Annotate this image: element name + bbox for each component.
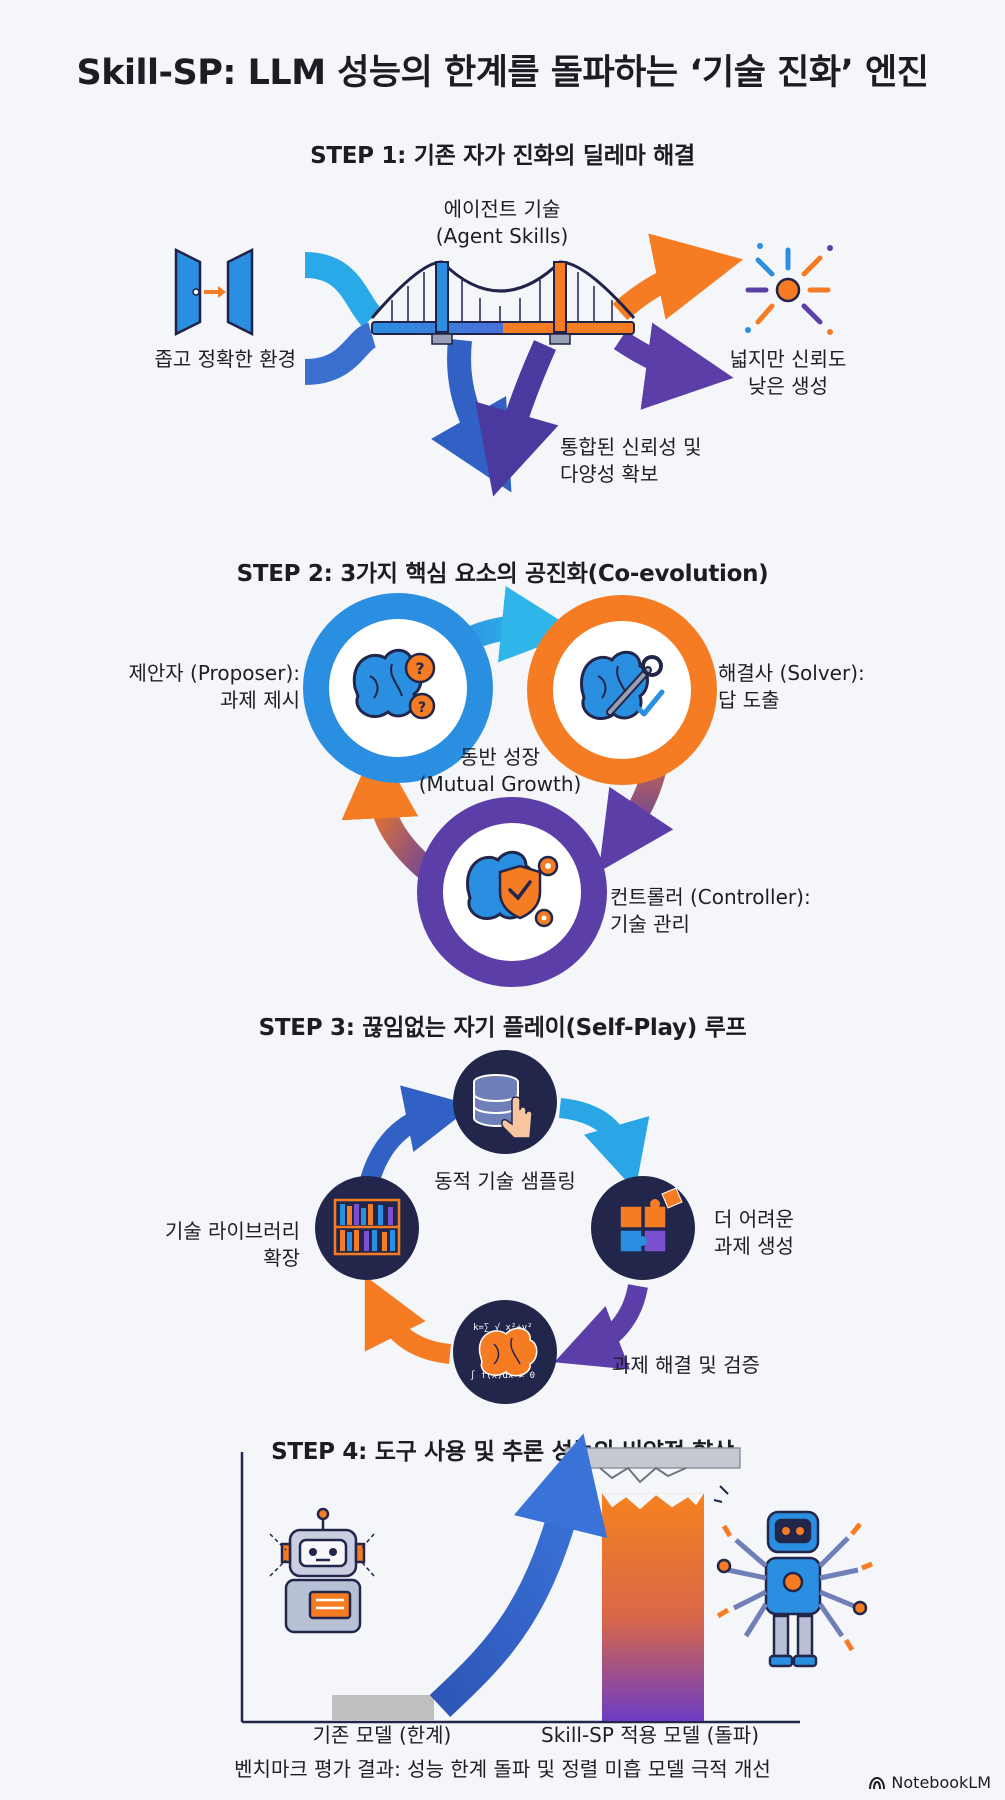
database-hand-icon [453,1050,557,1154]
step3-diagram: k=∑ √ x²+y² ∫ f(x)dx ≠ 0 [315,1050,695,1404]
narrow-passage-icon [174,247,254,337]
svg-text:k=∑ √ x²+y²: k=∑ √ x²+y² [473,1322,533,1333]
page-title: Skill-SP: LLM 성능의 한계를 돌파하는 ‘기술 진화’ 엔진 [76,53,929,93]
scatter-icon [745,243,833,335]
harder-task-label: 더 어려운 과제 생성 [714,1207,794,1258]
bar-break-edge [602,1493,704,1510]
bar-skill-sp-model [602,1493,704,1721]
bookshelf-icon [315,1176,419,1280]
chart-caption: 벤치마크 평가 결과: 성능 한계 돌파 및 정렬 미흡 모델 극적 개선 [234,1757,771,1781]
step2-title: STEP 2: 3가지 핵심 요소의 공진화(Co-evolution) [236,561,769,587]
sampling-label: 동적 기술 샘플링 [434,1169,576,1193]
svg-text:?: ? [415,659,424,678]
mutual-growth-label: 동반 성장 (Mutual Growth) [418,745,582,796]
solver-label: 해결사 (Solver): 답 도출 [718,661,865,712]
brain-question-icon: ? ? [352,648,436,720]
step3-title: STEP 3: 끊임없는 자기 플레이(Self-Play) 루프 [258,1015,747,1041]
controller-label: 컨트롤러 (Controller): 기술 관리 [610,885,811,936]
svg-text:?: ? [418,700,426,716]
step1-right-label: 넓지만 신뢰도 낮은 생성 [729,347,847,398]
svg-text:∫ f(x)dx ≠ 0: ∫ f(x)dx ≠ 0 [470,1370,535,1381]
brand-name: NotebookLM [891,1773,991,1792]
x-tick-label-base: 기존 모델 (한계) [312,1723,452,1747]
step1-left-label: 좁고 정확한 환경 [154,347,296,371]
step1-diagram [174,233,833,497]
growth-arrow [429,1433,608,1717]
brand-watermark: NotebookLM [868,1773,991,1792]
proposer-label: 제안자 (Proposer): 과제 제시 [128,661,300,712]
brain-wrench-icon [580,650,665,721]
step1-title: STEP 1: 기존 자가 진화의 딜레마 해결 [310,143,695,169]
bar-base-model [332,1695,434,1721]
multi-arm-robot-icon [716,1510,873,1668]
step2-diagram: ? ? [303,585,717,987]
notebooklm-logo-icon [869,1776,886,1789]
library-label: 기술 라이브러리 확장 [164,1219,300,1270]
solve-verify-label: 과제 해결 및 검증 [612,1353,760,1377]
robot-icon [269,1507,375,1634]
bridge-icon [370,260,636,345]
x-tick-label-skill-sp: Skill-SP 적용 모델 (돌파) [541,1723,759,1747]
puzzle-icon [591,1176,695,1280]
brain-shield-gear-icon [466,850,559,928]
step1-bottom-label: 통합된 신뢰성 및 다양성 확보 [560,435,702,486]
step1-center-label: 에이전트 기술 (Agent Skills) [435,197,569,248]
performance-chart [240,1433,873,1724]
brain-formula-icon: k=∑ √ x²+y² ∫ f(x)dx ≠ 0 [453,1300,557,1404]
